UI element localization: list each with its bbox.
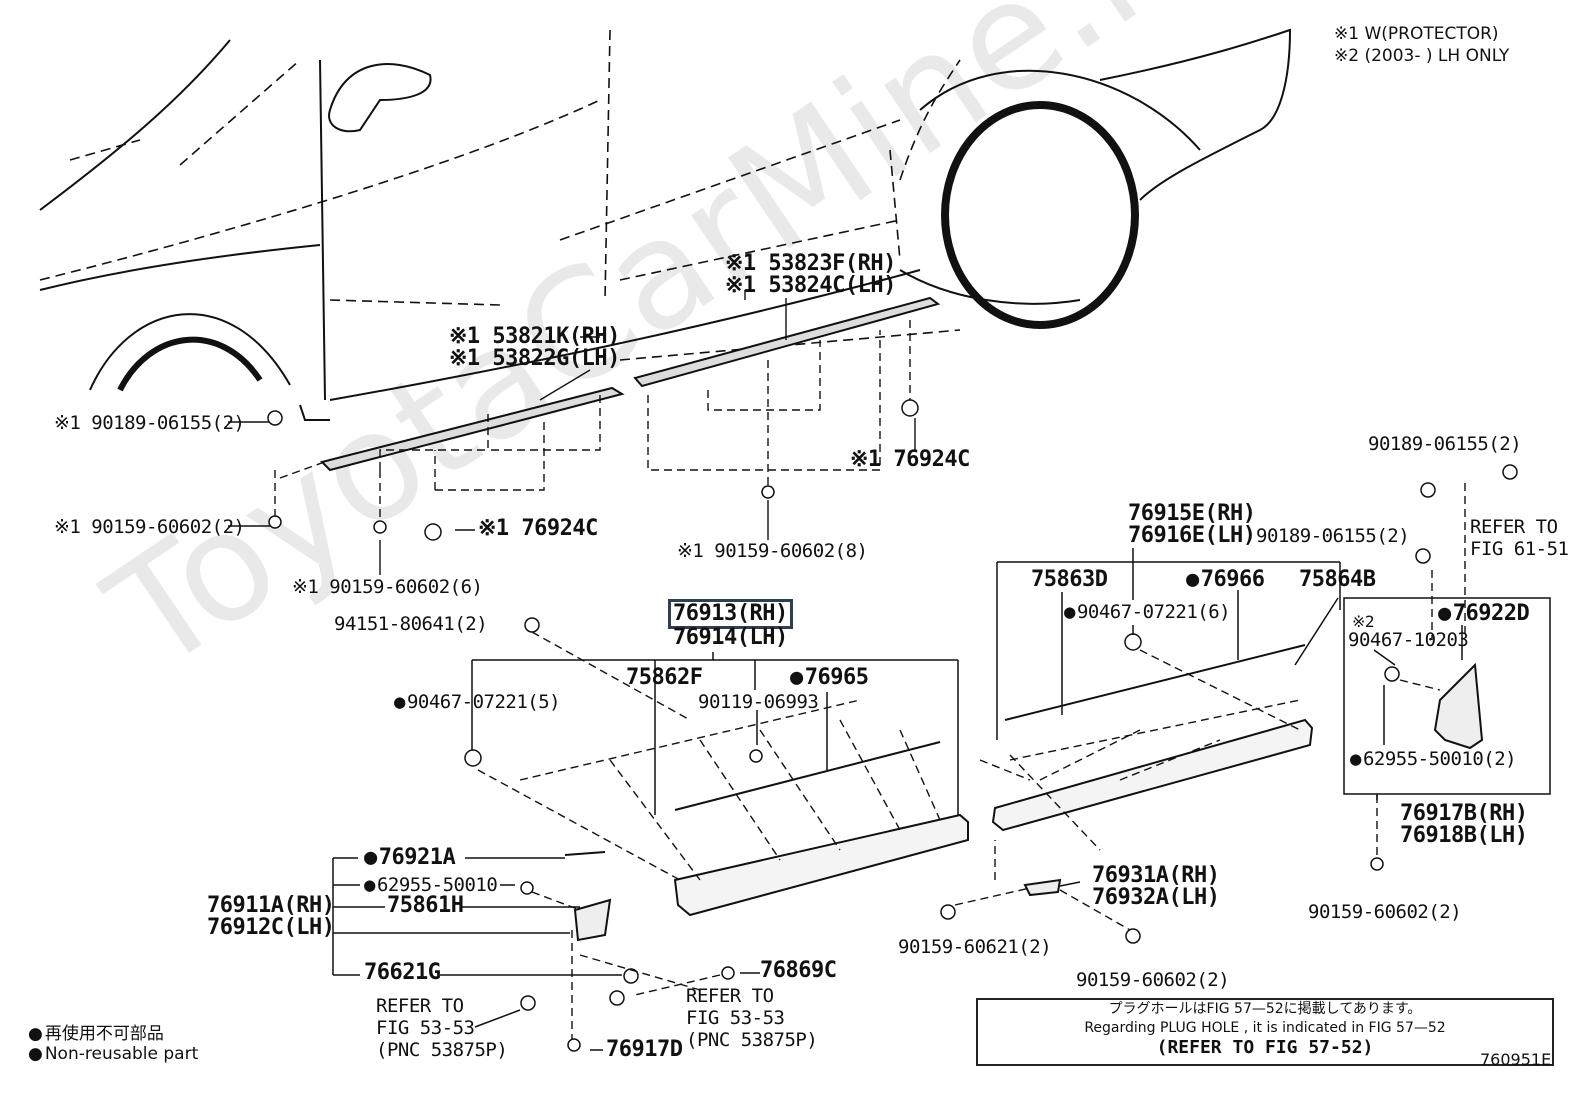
part-53824C[interactable]: ※1 53824C(LH) — [725, 273, 896, 298]
part-90467-10203[interactable]: 90467-10203 — [1348, 629, 1469, 651]
rocker-panel-left — [673, 741, 969, 917]
part-76918B[interactable]: 76918B(LH) — [1400, 823, 1528, 848]
car-front-door-line — [39, 244, 321, 291]
legend-jp: 再使用不可部品 — [28, 1019, 164, 1044]
part-62955-a[interactable]: 62955-50010 — [364, 875, 498, 895]
part-53822G[interactable]: ※1 53822G(LH) — [449, 346, 620, 371]
part-90159-60621[interactable]: 90159-60621(2) — [898, 936, 1052, 958]
part-90189-left[interactable]: ※1 90189-06155(2) — [54, 412, 245, 434]
figure-code: 760951E — [1480, 1050, 1552, 1069]
part-90159-left[interactable]: ※1 90159-60602(2) — [54, 516, 245, 538]
refer-3-line-1[interactable]: REFER TO — [1470, 516, 1558, 538]
plug-note-jp: プラグホールはFIG 57—52に掲載してあります。 — [1108, 1001, 1422, 1017]
car-rear-fender — [1099, 28, 1292, 201]
part-75864B[interactable]: 75864B — [1299, 567, 1376, 592]
part-76911A[interactable]: 76911A(RH) — [207, 893, 335, 918]
fasteners — [267, 399, 1518, 1052]
part-76965[interactable]: 76965 — [790, 667, 869, 689]
part-90159-6[interactable]: ※1 90159-60602(6) — [292, 576, 483, 598]
part-94151[interactable]: 94151-80641(2) — [334, 613, 488, 635]
car-hood-line — [39, 39, 231, 211]
part-90159-8[interactable]: ※1 90159-60602(8) — [677, 540, 868, 562]
part-76931A[interactable]: 76931A(RH) — [1092, 863, 1220, 888]
part-76914[interactable]: 76914(LH) — [673, 625, 788, 650]
refer-2-line-1[interactable]: REFER TO — [686, 985, 774, 1007]
part-53823F[interactable]: ※1 53823F(RH) — [725, 251, 896, 276]
car-rear-arch — [919, 69, 1201, 151]
car-pillar-line — [319, 59, 326, 401]
part-76916E[interactable]: 76916E(LH) — [1128, 523, 1256, 548]
legend-en: Non-reusable part — [28, 1044, 198, 1064]
part-76913-highlighted[interactable]: 76913(RH) — [668, 599, 793, 629]
part-76915E[interactable]: 76915E(RH) — [1128, 501, 1256, 526]
part-75863D[interactable]: 75863D — [1031, 567, 1108, 592]
part-76917D[interactable]: 76917D — [606, 1037, 683, 1062]
refer-1-line-3[interactable]: (PNC 53875P) — [376, 1039, 508, 1061]
refer-1-line-1[interactable]: REFER TO — [376, 995, 464, 1017]
note-2-mark: ※2 — [1352, 612, 1375, 631]
car-front-wheel-arch — [89, 313, 291, 391]
part-76921A[interactable]: 76921A — [364, 847, 456, 869]
part-62955-b[interactable]: 62955-50010(2) — [1350, 749, 1517, 769]
car-front-wheel — [117, 336, 263, 392]
car-rear-door-line — [329, 269, 921, 401]
refer-1-line-2[interactable]: FIG 53-53 — [376, 1017, 475, 1039]
car-rear-wheel — [941, 101, 1139, 329]
part-76966[interactable]: 76966 — [1186, 569, 1265, 591]
part-90189-right-2[interactable]: 90189-06155(2) — [1256, 525, 1410, 547]
note-1: ※1 W(PROTECTOR) — [1334, 24, 1499, 44]
car-rear-sill — [899, 269, 1081, 305]
car-sill-line — [299, 404, 330, 421]
part-76869C[interactable]: 76869C — [760, 958, 837, 983]
plug-hole-note: プラグホールはFIG 57—52に掲載してあります。 Regarding PLU… — [976, 998, 1554, 1066]
part-76922D[interactable]: 76922D — [1438, 603, 1530, 625]
part-90467-6[interactable]: 90467-07221(6) — [1064, 602, 1231, 622]
part-90189-right-1[interactable]: 90189-06155(2) — [1368, 433, 1522, 455]
part-90119[interactable]: 90119-06993 — [698, 691, 819, 713]
part-76917B[interactable]: 76917B(RH) — [1400, 801, 1528, 826]
part-76924C-b[interactable]: ※1 76924C — [850, 447, 970, 472]
part-75861H[interactable]: 75861H — [387, 893, 464, 918]
plug-note-en: Regarding PLUG HOLE , it is indicated in… — [1084, 1020, 1446, 1036]
upper-molding-front — [320, 386, 625, 472]
note-2: ※2 (2003- ) LH ONLY — [1334, 46, 1510, 66]
refer-3-line-2[interactable]: FIG 61-51 — [1470, 538, 1569, 560]
rocker-panel-right — [991, 644, 1314, 832]
part-76932A[interactable]: 76932A(LH) — [1092, 885, 1220, 910]
part-76912C[interactable]: 76912C(LH) — [207, 915, 335, 940]
part-90467-5[interactable]: 90467-07221(5) — [394, 692, 561, 712]
part-76924C-a[interactable]: ※1 76924C — [478, 516, 598, 541]
refer-2-line-2[interactable]: FIG 53-53 — [686, 1007, 785, 1029]
part-76621G[interactable]: 76621G — [364, 960, 441, 985]
upper-molding-rear — [633, 296, 941, 388]
plug-note-ref[interactable]: (REFER TO FIG 57-52) — [1156, 1037, 1374, 1058]
part-75862F[interactable]: 75862F — [626, 665, 703, 690]
refer-2-line-3[interactable]: (PNC 53875P) — [686, 1029, 818, 1051]
part-90159-right[interactable]: 90159-60602(2) — [1308, 901, 1462, 923]
part-90159-bottom[interactable]: 90159-60602(2) — [1076, 969, 1230, 991]
part-53821K[interactable]: ※1 53821K(RH) — [449, 324, 620, 349]
car-mirror — [328, 63, 432, 133]
mudguard — [1433, 662, 1484, 750]
